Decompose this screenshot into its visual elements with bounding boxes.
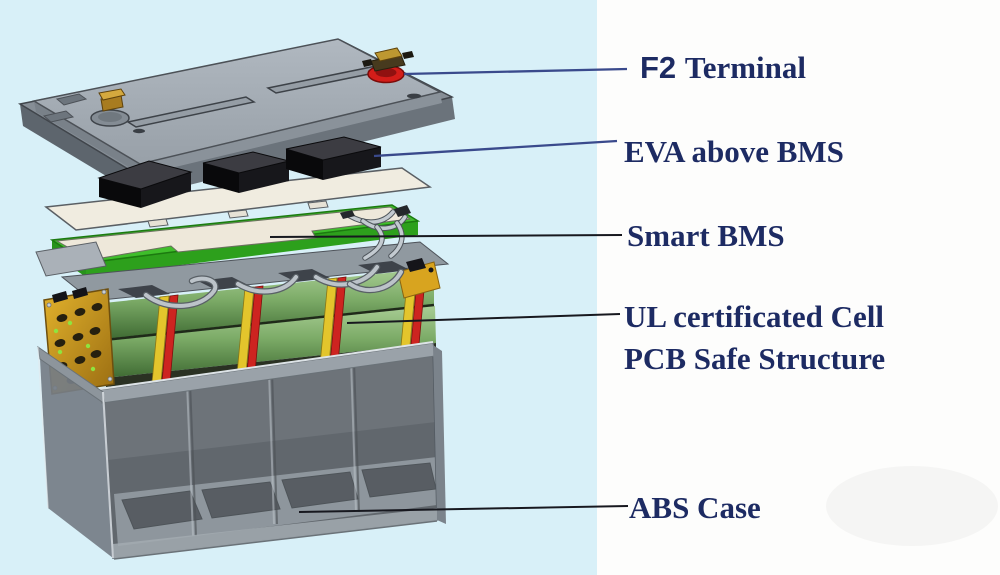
label-smart-bms: Smart BMS [627, 218, 785, 253]
label-ul-line1: UL certificated Cell [624, 299, 884, 334]
eva-foam-block-3 [285, 136, 382, 180]
gold-corner-bracket [397, 258, 441, 299]
lid-recess-left [126, 96, 256, 128]
smart-bms-board [49, 204, 421, 277]
cell-row-lower [104, 306, 436, 378]
abs-case [37, 341, 446, 560]
leader-line-smart-bms [269, 234, 623, 238]
leader-line-ul-cell [346, 313, 621, 324]
label-ul-line2: PCB Safe Structure [624, 341, 886, 376]
label-f2-prefix: F2 [640, 50, 677, 85]
leader-line-f2-terminal [403, 67, 628, 76]
label-ul-cell-pcb: UL certificated Cell PCB Safe Structure [624, 296, 885, 380]
leader-line-eva [373, 139, 618, 158]
leader-lines [269, 67, 629, 513]
case-compartment-floors [121, 462, 437, 530]
watermark [826, 466, 998, 546]
bms-carrier-sheet [35, 241, 107, 277]
case-dividers [186, 359, 360, 537]
leader-line-abs-case [298, 505, 629, 513]
eva-foam-blocks [97, 136, 382, 208]
label-eva-above-bms: EVA above BMS [624, 134, 844, 169]
negative-terminal [90, 88, 145, 134]
positive-f2-terminal [362, 47, 421, 99]
eva-foam-block-1 [97, 160, 193, 208]
pack-wiring [142, 220, 405, 310]
label-f2-rest: Terminal [684, 50, 806, 85]
label-abs-case: ABS Case [629, 490, 761, 525]
